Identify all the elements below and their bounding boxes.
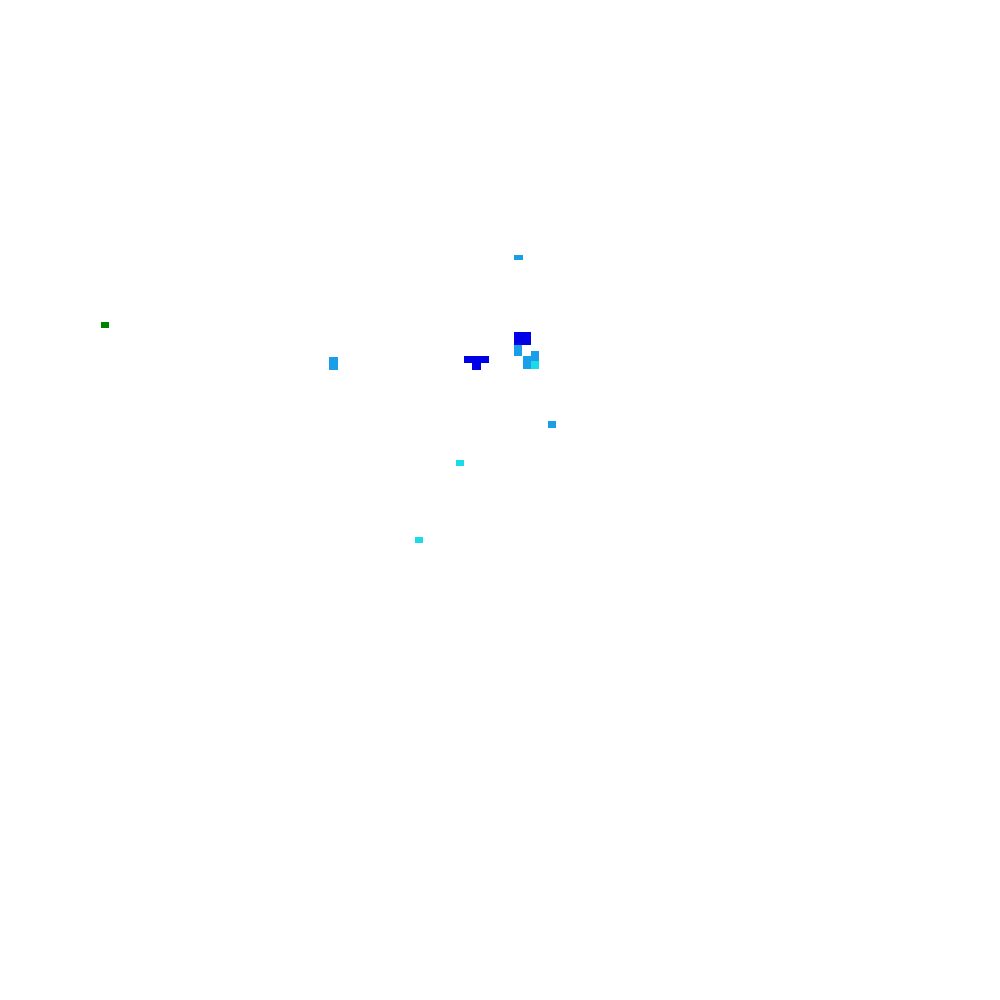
- pixel-mark-green: [101, 322, 109, 328]
- pixel-mark-sky-blue: [531, 351, 539, 361]
- pixel-mark-sky-blue: [523, 356, 531, 369]
- pixel-mark-royal-blue: [464, 356, 489, 363]
- pixel-mark-sky-blue: [329, 357, 338, 370]
- pixel-mark-sky-blue: [548, 421, 556, 428]
- pixel-mark-sky-blue: [514, 255, 523, 260]
- pixel-mark-cyan: [415, 537, 423, 543]
- pixel-mark-royal-blue: [514, 332, 531, 345]
- pixel-mark-cyan: [531, 361, 539, 369]
- pixel-mark-sky-blue: [514, 345, 522, 356]
- pixel-mark-royal-blue: [472, 363, 481, 370]
- pixel-marks: [101, 255, 556, 543]
- pixel-mark-cyan: [456, 460, 464, 466]
